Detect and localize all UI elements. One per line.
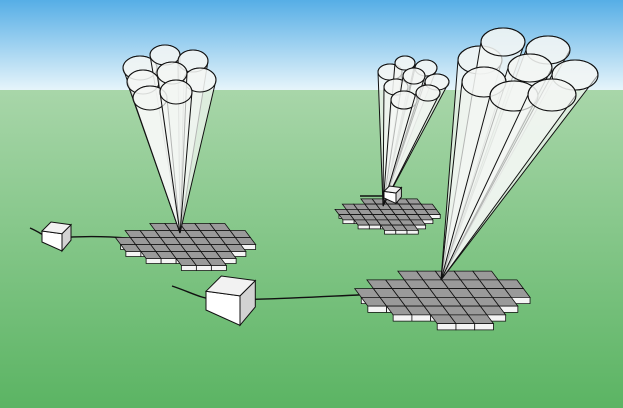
tile-side [145, 258, 162, 264]
tile-side [436, 323, 457, 331]
tile-side [367, 305, 387, 313]
tile-side [160, 258, 177, 264]
tile-array-left [114, 223, 257, 271]
tile-side [210, 265, 227, 271]
tile-side [474, 323, 494, 331]
tile-side [368, 224, 381, 230]
cone-bundle-middle [377, 55, 450, 207]
tile-side [195, 265, 212, 271]
cone-opening [480, 27, 526, 57]
tile-side [406, 229, 419, 235]
tile-side [411, 314, 432, 322]
tile-side [342, 219, 355, 225]
cone-opening [527, 78, 577, 112]
cube-top [204, 275, 257, 297]
tile-array-middle [334, 198, 442, 235]
tile-array-right [353, 270, 531, 331]
junction-box-left [40, 221, 73, 253]
tile-side [392, 314, 413, 322]
assembly-left [40, 44, 257, 271]
assembly-right [204, 27, 599, 331]
junction-box-right [204, 275, 257, 327]
tile-side [395, 229, 408, 235]
cube-top [40, 221, 73, 235]
tile-side [357, 224, 370, 230]
cone-opening [394, 55, 416, 71]
cone-opening [415, 84, 441, 102]
tile-side [455, 323, 476, 331]
cube-top [382, 185, 403, 194]
cone-opening [507, 53, 553, 83]
assembly-middle [334, 55, 450, 235]
tile-side [125, 251, 142, 257]
cone-bundle-left [122, 44, 217, 234]
cone-opening [159, 79, 193, 105]
tile-side [384, 229, 397, 235]
junction-box-middle [382, 185, 403, 205]
tile-side [180, 265, 197, 271]
cone-opening [402, 67, 426, 85]
cone-bundle-right [440, 27, 599, 281]
